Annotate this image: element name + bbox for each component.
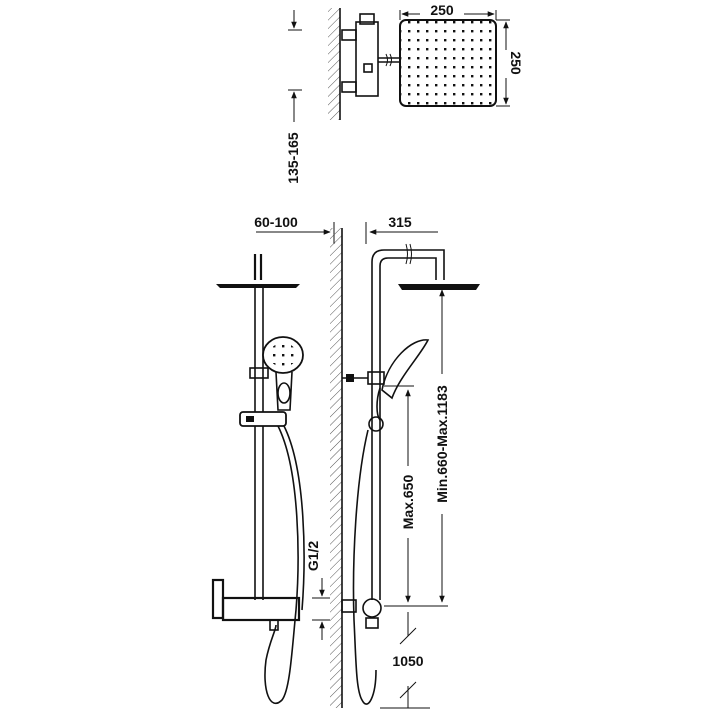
connection-dimension: G1/2 <box>305 541 321 572</box>
wall-section-side <box>330 228 342 708</box>
height-range-dimension: Min.660-Max.1183 <box>434 385 450 503</box>
head-height-dimension: 250 <box>508 51 524 75</box>
top-detail-view: 250 250 135-165 <box>285 2 524 184</box>
valve-spacing-dimension: 135-165 <box>285 132 301 184</box>
slide-range-dimension: Max.650 <box>400 475 416 530</box>
square-rain-shower-head <box>399 19 497 107</box>
shower-hose-front <box>264 425 299 705</box>
overhead-shower-side <box>398 284 480 290</box>
slide-holder-side <box>368 416 384 432</box>
hand-shower-front <box>262 336 304 411</box>
arm-projection-dimension: 315 <box>388 214 412 230</box>
mixer-front <box>211 578 301 631</box>
overhead-shower-front <box>216 254 300 288</box>
hand-shower-side <box>381 339 430 400</box>
shower-hose-side <box>352 429 377 705</box>
side-view: 315 Max.650 Min.660-Max.11 <box>341 214 480 709</box>
slide-holder-front <box>239 411 287 427</box>
wall-section-top <box>328 8 340 120</box>
mixer-side <box>341 598 382 629</box>
head-width-dimension: 250 <box>430 2 454 18</box>
thermostatic-valve-top <box>341 13 400 97</box>
floor-height-dimension: 1050 <box>392 653 423 669</box>
front-view: 60-100 <box>211 214 335 705</box>
wall-offset-dimension: 60-100 <box>254 214 298 230</box>
